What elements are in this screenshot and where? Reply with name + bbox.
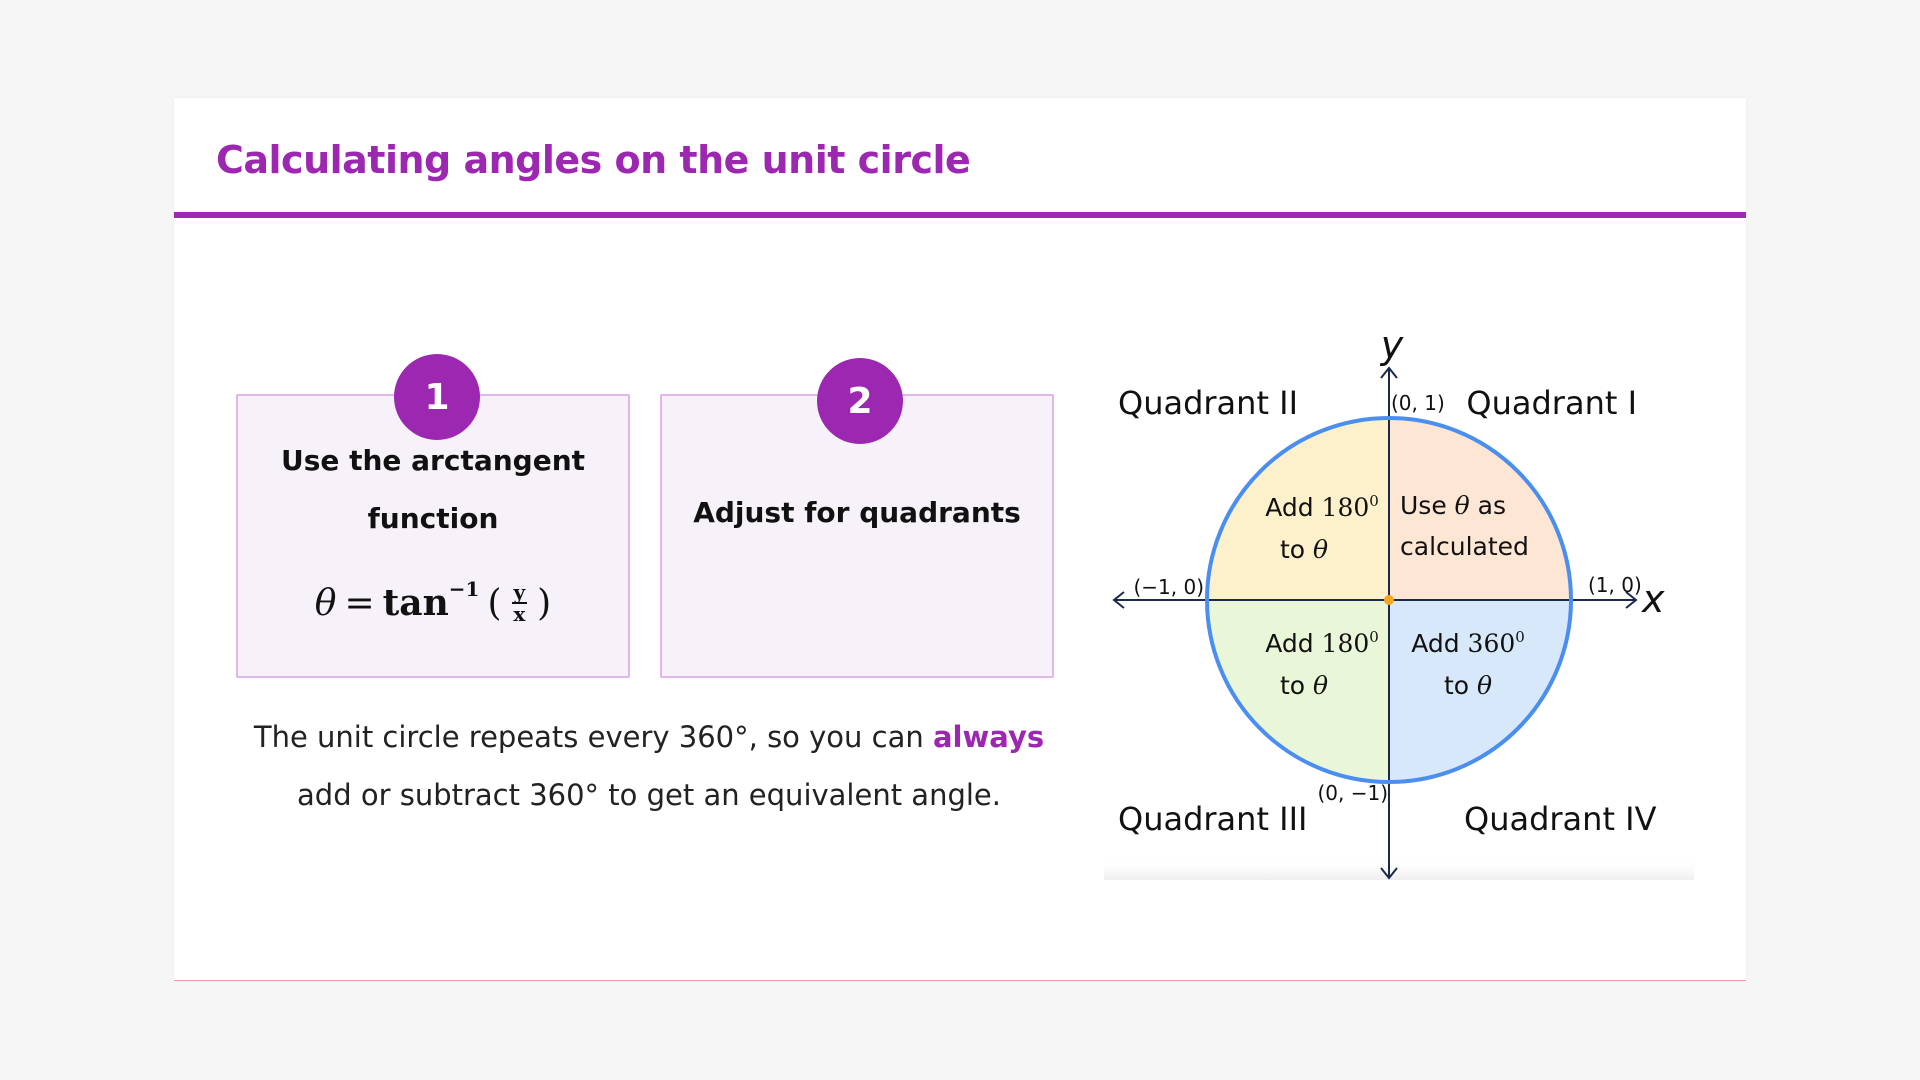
formula-theta: θ [314, 582, 337, 624]
step-2-heading: Adjust for quadrants [693, 496, 1021, 529]
unit-circle-diagram: y x Quadrant II Quadrant I Quadrant III … [1104, 323, 1694, 880]
point-top-label: (0, 1) [1391, 391, 1445, 415]
unit-circle [1205, 416, 1573, 784]
axis-label-y: y [1380, 323, 1404, 367]
point-bottom-label: (0, −1) [1317, 781, 1388, 805]
quadrant-I-label: Quadrant I [1466, 384, 1637, 422]
step-1-heading: Use the arctangent function [238, 432, 628, 548]
note-before: The unit circle repeats every 360°, so y… [253, 720, 933, 754]
slide: Calculating angles on the unit circle Us… [174, 98, 1746, 981]
formula-equals: = [344, 582, 375, 624]
arctangent-formula: θ = tan−1 ( y x ) [238, 577, 628, 626]
quadrant-IV-label: Quadrant IV [1464, 800, 1657, 838]
note-emphasis: always [932, 720, 1045, 754]
step-1-card: Use the arctangent function θ = tan−1 ( … [236, 394, 630, 678]
formula-open-paren: ( [487, 582, 502, 624]
formula-fraction: y x [511, 580, 528, 626]
fraction-numerator: y [511, 580, 528, 604]
step-2-badge: 2 [817, 358, 903, 444]
quadrant-IV-instruction-line1: Add 3600 [1411, 628, 1525, 658]
quadrant-II-instruction-line1: Add 1800 [1265, 492, 1379, 522]
y-axis-arrow-top [1380, 366, 1398, 379]
y-axis-arrow-bottom [1380, 867, 1398, 880]
quadrant-II-instruction-line2: to θ [1280, 535, 1328, 564]
bottom-fade [1104, 858, 1694, 880]
quadrant-III-instruction-line1: Add 1800 [1265, 628, 1379, 658]
step-1-heading-line2: function [367, 502, 499, 535]
fraction-denominator: x [513, 602, 526, 626]
quadrant-III-instruction-line2: to θ [1280, 671, 1328, 700]
axis-label-x: x [1641, 577, 1665, 621]
point-right-label: (1, 0) [1588, 573, 1642, 597]
formula-exponent: −1 [448, 577, 480, 601]
quadrant-I-instruction-line1: Use θ as [1400, 491, 1506, 520]
title-divider [174, 212, 1746, 218]
formula-close-paren: ) [537, 582, 552, 624]
step-1-heading-line1: Use the arctangent [280, 444, 586, 477]
point-left-label: (−1, 0) [1133, 575, 1204, 599]
formula-function: tan−1 [382, 577, 480, 624]
repeat-note: The unit circle repeats every 360°, so y… [236, 708, 1062, 824]
x-axis-arrow-left [1112, 591, 1125, 609]
x-axis-arrow-right [1625, 591, 1638, 609]
quadrant-I-instruction-line2: calculated [1400, 532, 1529, 561]
note-after: add or subtract 360° to get an equivalen… [297, 778, 1001, 812]
quadrant-III-label: Quadrant III [1118, 800, 1307, 838]
quadrant-II-label: Quadrant II [1118, 384, 1298, 422]
formula-tan: tan [382, 582, 449, 624]
step-1-badge: 1 [394, 354, 480, 440]
quadrant-IV-instruction-line2: to θ [1444, 671, 1492, 700]
origin-point [1384, 595, 1394, 605]
slide-title: Calculating angles on the unit circle [216, 138, 971, 182]
